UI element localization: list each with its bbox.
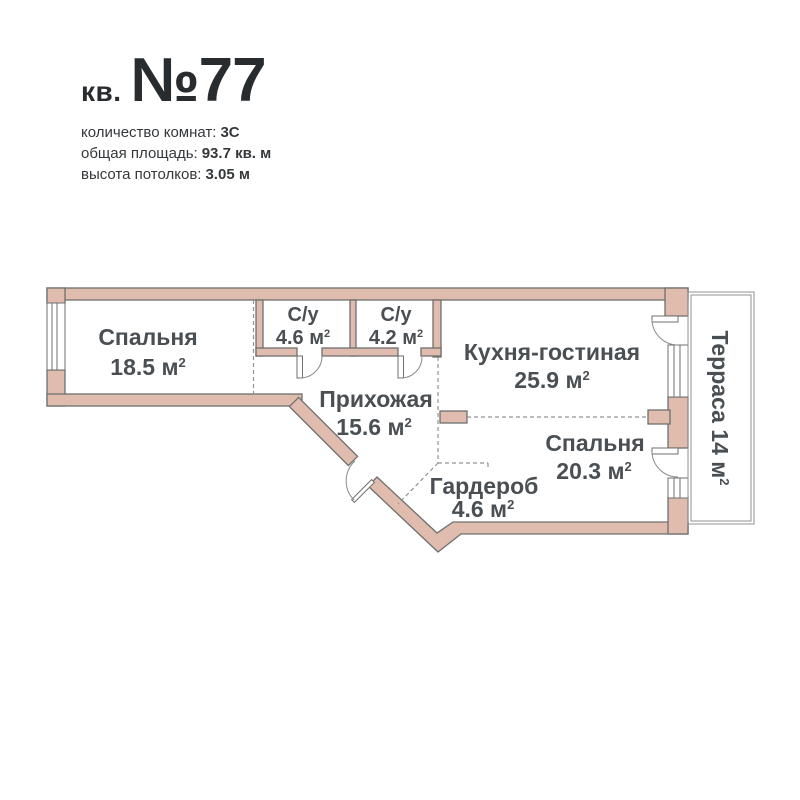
room-label-bathroom-2: С/у [380,304,412,326]
doors [296,315,679,504]
meta-total-area: общая площадь:93.7 кв. м [81,143,271,164]
room-label-bathroom-1: С/у [287,304,319,326]
meta-total-area-value: 93.7 кв. м [201,145,272,162]
unit-number: №77 [130,46,267,115]
room-label-bedroom-1: Спальня [98,324,197,350]
room-area-bedroom-2: 20.3 м2 [556,458,631,484]
window-bedroom-1 [46,302,66,371]
dashed-separators [252,300,648,505]
door-bathroom-1 [296,355,323,379]
unit-title: кв. №77 [81,50,271,112]
entrance-door [345,460,376,504]
room-area-wardrobe: 4.6 м2 [452,496,515,522]
room-label-kitchen-living: Кухня-гостиная [464,339,640,365]
door-kitchen-terrace [651,315,679,346]
room-area-bathroom-1: 4.6 м2 [276,327,330,349]
unit-prefix: кв. [81,76,122,107]
windows [46,302,689,499]
window-bedroom-2-terrace [667,477,689,499]
room-area-bedroom-1: 18.5 м2 [110,354,185,380]
room-label-terrace: Терраса 14 м2 [707,330,733,485]
room-label-hallway: Прихожая [319,386,432,412]
meta-rooms-count-value: 3С [220,124,240,141]
window-kitchen-terrace [667,344,689,398]
terrace-outline [687,291,755,525]
room-area-bathroom-2: 4.2 м2 [369,327,423,349]
meta-rooms-count-label: количество комнат: [81,124,217,141]
meta-ceiling-height-label: высота потолков: [81,166,202,183]
walls [46,287,689,553]
header: кв. №77 количество комнат:3С общая площа… [81,50,271,185]
apartment-meta: количество комнат:3С общая площадь:93.7 … [81,122,271,185]
door-bathroom-2 [397,355,423,379]
room-labels: Спальня 18.5 м2 С/у 4.6 м2 С/у 4.2 м2 Ку… [98,304,733,522]
door-bedroom-2-terrace [651,447,679,478]
room-area-kitchen-living: 25.9 м2 [514,367,589,393]
room-label-wardrobe: Гардероб [430,473,539,499]
meta-total-area-label: общая площадь: [81,145,198,162]
room-label-bedroom-2: Спальня [545,430,644,456]
meta-rooms-count: количество комнат:3С [81,122,271,143]
meta-ceiling-height-value: 3.05 м [205,166,250,183]
room-area-hallway: 15.6 м2 [336,414,411,440]
meta-ceiling-height: высота потолков:3.05 м [81,164,271,185]
